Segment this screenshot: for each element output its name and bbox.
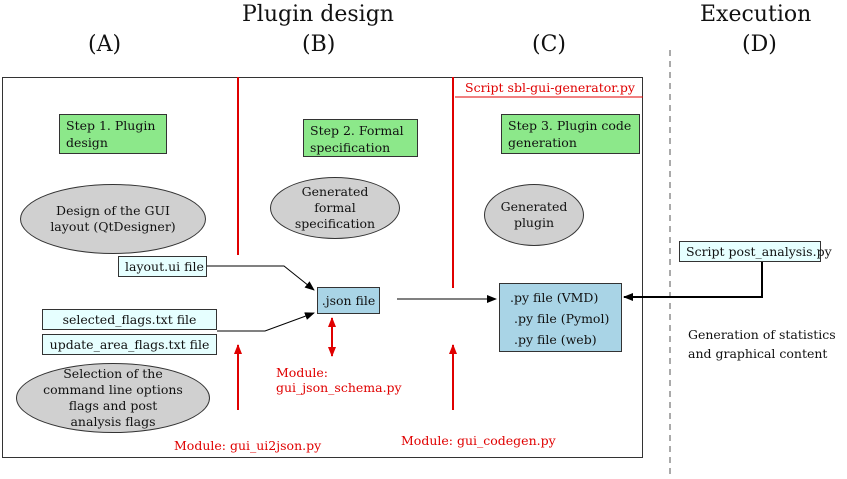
column-label-c: (C) <box>532 32 566 57</box>
module-schema-line1: Module: <box>276 365 328 380</box>
selection-ellipse: Selection of the command line options fl… <box>16 363 210 433</box>
column-label-d: (D) <box>742 32 777 57</box>
header-execution: Execution <box>700 2 812 27</box>
script-generator-label: Script sbl-gui-generator.py <box>465 80 635 95</box>
module-codegen-label: Module: gui_codegen.py <box>401 433 556 448</box>
column-label-a: (A) <box>88 32 122 57</box>
flags-to-json-arrow <box>217 312 315 332</box>
execution-note: Generation of statistics and graphical c… <box>688 325 836 363</box>
layout-ui-file: layout.ui file <box>118 256 207 277</box>
py-file-web: .py file (web) <box>514 332 597 347</box>
gui-design-ellipse: Design of the GUI layout (QtDesigner) <box>20 184 206 254</box>
header-plugin-design: Plugin design <box>242 2 394 27</box>
module-schema-label: Module: gui_json_schema.py <box>276 365 402 395</box>
module-schema-line2: gui_json_schema.py <box>276 380 402 395</box>
py-files-box: .py file (VMD) .py file (Pymol) .py file… <box>499 283 622 352</box>
step-3-box: Step 3. Plugin code generation <box>501 114 640 154</box>
layout-to-json-arrow <box>207 265 315 291</box>
step-2-box: Step 2. Formal specification <box>303 119 418 157</box>
json-file-box: .json file <box>317 287 380 314</box>
step-1-box: Step 1. Plugin design <box>59 114 167 154</box>
update-area-flags-file: update_area_flags.txt file <box>42 334 217 355</box>
formal-spec-ellipse: Generated formal specification <box>270 177 400 239</box>
plugin-design-frame <box>2 77 643 458</box>
column-label-b: (B) <box>302 32 336 57</box>
post-analysis-script: Script post_analysis.py <box>679 241 832 262</box>
execution-note-line2: and graphical content <box>688 346 828 361</box>
execution-note-line1: Generation of statistics <box>688 327 836 342</box>
selected-flags-file: selected_flags.txt file <box>42 309 217 330</box>
generated-plugin-ellipse: Generated plugin <box>484 184 584 246</box>
py-file-pymol: .py file (Pymol) <box>514 311 610 326</box>
py-file-vmd: .py file (VMD) <box>510 290 599 305</box>
post-analysis-arrow <box>623 262 763 301</box>
module-ui2json-label: Module: gui_ui2json.py <box>174 438 322 453</box>
